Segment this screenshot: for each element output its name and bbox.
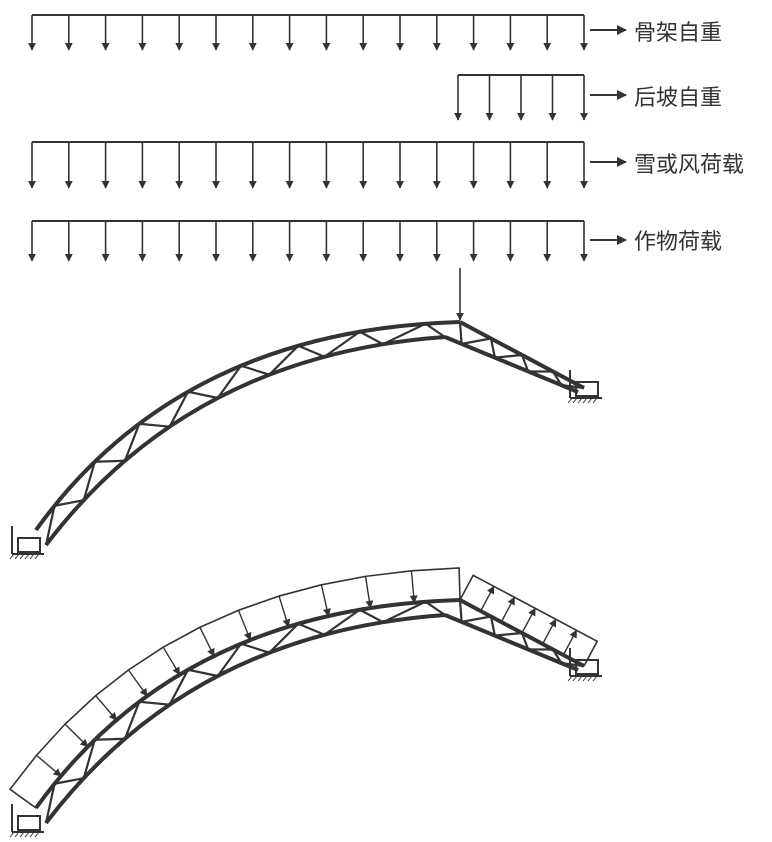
load-label-snow-wind: 雪或风荷载 [634,153,744,178]
support-hatch [19,831,25,838]
support-hatch [34,553,40,560]
left-support [9,804,44,838]
web-members-front [44,600,446,824]
support-hatch [592,675,598,682]
truss-structure-loaded [9,268,602,560]
support-hatch [29,553,35,560]
support-hatch [567,675,573,682]
web-members-back [458,599,585,668]
support-hatch [24,831,30,838]
support-block [575,381,599,397]
support-hatch [582,675,588,682]
left-support [9,526,44,560]
support-hatch [582,397,588,404]
support-hatch [34,831,40,838]
web-members-front [44,322,446,546]
pressure-arrow [127,669,148,697]
support-hatch [24,553,30,560]
support-hatch [577,675,583,682]
pressure-arrow [162,646,181,676]
support-hatch [592,397,598,404]
suction-arrow [521,607,536,634]
support-hatch [14,553,20,560]
support-hatch [29,831,35,838]
support-block [17,537,41,553]
suction-arrow [542,618,557,645]
load-block-crop [28,220,627,262]
support-hatch [567,397,573,404]
pressure-arrow [237,609,252,641]
support-hatch [9,553,15,560]
pressure-arrow [199,626,215,657]
truss-structure-wind-pressure [8,567,602,838]
support-hatch [19,553,25,560]
support-hatch [572,675,578,682]
load-label-back-slope: 后坡自重 [634,86,722,111]
top-chord-front [34,320,461,532]
support-block [17,815,41,831]
pressure-arrow [409,570,418,604]
load-label-crop: 作物荷载 [634,230,722,255]
support-hatch [587,675,593,682]
load-blocks [28,14,627,262]
load-label-self-weight: 骨架自重 [634,21,722,46]
web-members-back [458,321,585,390]
bottom-chord-back [444,613,579,672]
pressure-arrow [278,595,291,628]
support-hatch [577,397,583,404]
pressure-arrow [320,584,331,617]
load-block-snow-wind [28,141,627,189]
top-chord-front [34,598,461,810]
bottom-chord-back [444,335,579,394]
suction-arrow [480,585,495,612]
load-block-back-slope [454,74,627,121]
suction-arrow [562,629,578,656]
pressure-arrow [95,695,118,721]
pressure-arrow [36,754,62,777]
pressure-arrow [64,723,89,748]
support-hatch [587,397,593,404]
support-hatch [9,831,15,838]
support-hatch [572,397,578,404]
pressure-arrow [364,576,374,609]
suction-arrow [500,596,516,623]
load-block-self-weight [28,14,627,51]
support-hatch [14,831,20,838]
right-support [567,370,602,404]
